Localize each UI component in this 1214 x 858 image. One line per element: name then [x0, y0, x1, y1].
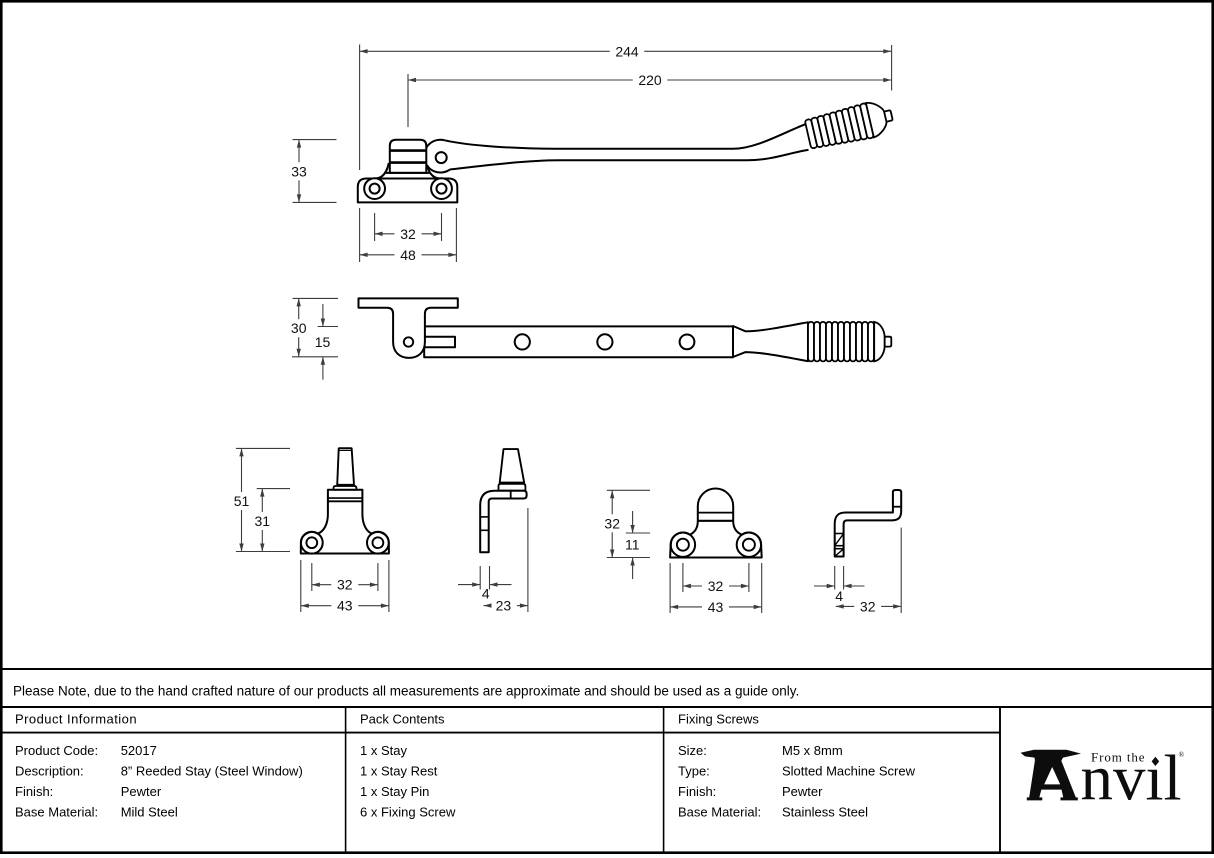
svg-text:M5 x 8mm: M5 x 8mm: [782, 743, 843, 758]
svg-text:Pewter: Pewter: [121, 784, 162, 799]
svg-text:23: 23: [496, 598, 512, 614]
svg-text:244: 244: [615, 43, 639, 59]
svg-text:1 x Stay Pin: 1 x Stay Pin: [360, 784, 429, 799]
svg-text:52017: 52017: [121, 743, 157, 758]
svg-text:Base Material:: Base Material:: [678, 805, 761, 820]
svg-text:Please Note, due to the hand c: Please Note, due to the hand crafted nat…: [13, 684, 799, 699]
svg-text:Mild Steel: Mild Steel: [121, 805, 178, 820]
svg-text:43: 43: [337, 598, 353, 614]
svg-text:8” Reeded Stay (Steel Window): 8” Reeded Stay (Steel Window): [121, 764, 303, 779]
svg-text:4: 4: [482, 586, 490, 602]
svg-text:15: 15: [315, 334, 331, 350]
svg-text:Size:: Size:: [678, 743, 707, 758]
svg-text:From the: From the: [1091, 750, 1145, 765]
svg-text:6 x Fixing Screw: 6 x Fixing Screw: [360, 805, 456, 820]
svg-text:Finish:: Finish:: [15, 784, 53, 799]
svg-text:Finish:: Finish:: [678, 784, 716, 799]
svg-text:Description:: Description:: [15, 764, 84, 779]
svg-text:1 x Stay Rest: 1 x Stay Rest: [360, 764, 438, 779]
svg-text:Pack Contents: Pack Contents: [360, 711, 445, 726]
svg-text:Fixing Screws: Fixing Screws: [678, 711, 759, 726]
svg-text:®: ®: [1179, 750, 1185, 759]
svg-text:30: 30: [291, 320, 307, 336]
svg-text:Pewter: Pewter: [782, 784, 823, 799]
svg-text:32: 32: [860, 598, 876, 614]
svg-text:Product Information: Product Information: [15, 711, 137, 726]
svg-text:Type:: Type:: [678, 764, 710, 779]
svg-text:Product Code:: Product Code:: [15, 743, 98, 758]
svg-text:32: 32: [604, 515, 620, 531]
svg-text:33: 33: [291, 163, 307, 179]
svg-text:32: 32: [400, 226, 416, 242]
svg-text:11: 11: [625, 537, 640, 553]
svg-text:4: 4: [835, 588, 843, 604]
svg-text:Slotted Machine Screw: Slotted Machine Screw: [782, 764, 916, 779]
svg-text:220: 220: [638, 72, 662, 88]
svg-text:43: 43: [708, 599, 724, 615]
svg-text:32: 32: [337, 577, 353, 593]
svg-text:32: 32: [708, 578, 724, 594]
svg-text:48: 48: [400, 247, 416, 263]
svg-text:nvıl: nvıl: [1081, 742, 1182, 814]
svg-text:Base Material:: Base Material:: [15, 805, 98, 820]
svg-text:Stainless Steel: Stainless Steel: [782, 805, 868, 820]
svg-text:1 x Stay: 1 x Stay: [360, 743, 407, 758]
svg-text:51: 51: [234, 493, 250, 509]
svg-text:31: 31: [255, 513, 271, 529]
